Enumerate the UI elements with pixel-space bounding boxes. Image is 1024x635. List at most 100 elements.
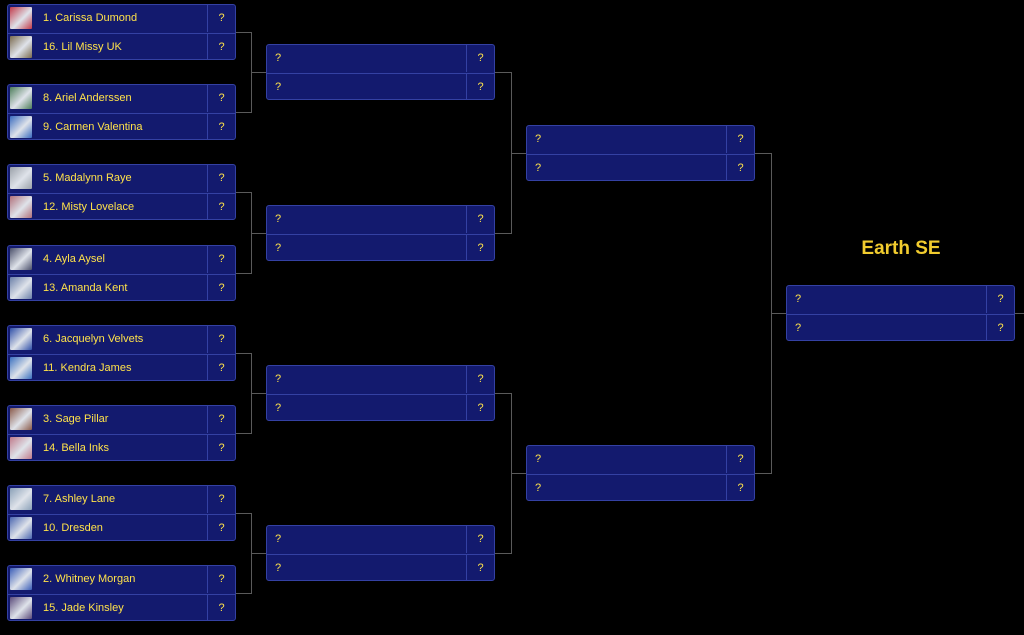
participant-name: ? <box>275 52 282 64</box>
bracket-connector <box>511 153 526 154</box>
participant-score: ? <box>207 595 235 620</box>
participant-score: ? <box>207 566 235 593</box>
participant-slot[interactable]: 16. Lil Missy UK? <box>8 33 235 59</box>
participant-slot[interactable]: ?? <box>267 73 494 99</box>
participant-name: 8. Ariel Anderssen <box>43 92 132 104</box>
participant-score: ? <box>207 85 235 112</box>
match-card: ???? <box>266 525 495 581</box>
participant-score: ? <box>466 74 494 99</box>
match-card: 1. Carissa Dumond?16. Lil Missy UK? <box>7 4 236 60</box>
participant-slot[interactable]: 3. Sage Pillar? <box>8 406 235 433</box>
participant-slot[interactable]: 15. Jade Kinsley? <box>8 594 235 620</box>
participant-name: ? <box>535 482 542 494</box>
match-card: ???? <box>266 44 495 100</box>
participant-slot[interactable]: ?? <box>267 234 494 260</box>
participant-score: ? <box>207 114 235 139</box>
match-card: ???? <box>266 365 495 421</box>
participant-name: ? <box>275 402 282 414</box>
participant-name: 11. Kendra James <box>43 362 132 374</box>
participant-avatar <box>10 568 32 590</box>
participant-slot[interactable]: ?? <box>787 286 1014 313</box>
participant-slot[interactable]: 6. Jacquelyn Velvets? <box>8 326 235 353</box>
bracket-connector <box>755 153 771 154</box>
participant-avatar <box>10 328 32 350</box>
participant-slot[interactable]: ?? <box>527 154 754 180</box>
participant-slot[interactable]: ?? <box>527 126 754 153</box>
participant-slot[interactable]: 5. Madalynn Raye? <box>8 165 235 192</box>
participant-score: ? <box>726 126 754 153</box>
participant-avatar <box>10 597 32 619</box>
participant-name: ? <box>795 293 802 305</box>
participant-slot[interactable]: 13. Amanda Kent? <box>8 274 235 300</box>
participant-slot[interactable]: ?? <box>267 45 494 72</box>
participant-slot[interactable]: ?? <box>267 526 494 553</box>
participant-score: ? <box>207 486 235 513</box>
participant-score: ? <box>986 286 1014 313</box>
participant-slot[interactable]: 4. Ayla Aysel? <box>8 246 235 273</box>
participant-slot[interactable]: 9. Carmen Valentina? <box>8 113 235 139</box>
participant-slot[interactable]: 7. Ashley Lane? <box>8 486 235 513</box>
participant-slot[interactable]: 1. Carissa Dumond? <box>8 5 235 32</box>
participant-name: 10. Dresden <box>43 522 103 534</box>
participant-avatar <box>10 357 32 379</box>
participant-slot[interactable]: 12. Misty Lovelace? <box>8 193 235 219</box>
match-card: 6. Jacquelyn Velvets?11. Kendra James? <box>7 325 236 381</box>
participant-name: 14. Bella Inks <box>43 442 110 454</box>
participant-slot[interactable]: 2. Whitney Morgan? <box>8 566 235 593</box>
participant-slot[interactable]: 10. Dresden? <box>8 514 235 540</box>
participant-slot[interactable]: 14. Bella Inks? <box>8 434 235 460</box>
participant-score: ? <box>207 275 235 300</box>
participant-name: ? <box>275 373 282 385</box>
match-card: 4. Ayla Aysel?13. Amanda Kent? <box>7 245 236 301</box>
participant-name: 7. Ashley Lane <box>43 493 116 505</box>
participant-slot[interactable]: 8. Ariel Anderssen? <box>8 85 235 112</box>
bracket-connector <box>236 112 251 113</box>
bracket-title: Earth SE <box>861 238 941 259</box>
participant-avatar <box>10 437 32 459</box>
participant-score: ? <box>207 406 235 433</box>
participant-slot[interactable]: ?? <box>527 446 754 473</box>
participant-slot[interactable]: ?? <box>787 314 1014 340</box>
bracket-connector <box>251 393 266 394</box>
bracket-connector <box>495 393 511 394</box>
bracket-connector <box>236 593 251 594</box>
participant-score: ? <box>207 34 235 59</box>
participant-score: ? <box>986 315 1014 340</box>
participant-slot[interactable]: ?? <box>267 206 494 233</box>
participant-score: ? <box>726 475 754 500</box>
participant-name: 6. Jacquelyn Velvets <box>43 333 144 345</box>
bracket-connector <box>495 553 511 554</box>
participant-name: 3. Sage Pillar <box>43 413 109 425</box>
participant-avatar <box>10 7 32 29</box>
participant-score: ? <box>207 326 235 353</box>
participant-name: ? <box>275 533 282 545</box>
participant-avatar <box>10 36 32 58</box>
participant-slot[interactable]: 11. Kendra James? <box>8 354 235 380</box>
participant-name: ? <box>275 562 282 574</box>
bracket-connector <box>755 473 771 474</box>
bracket-connector <box>251 553 266 554</box>
participant-avatar <box>10 517 32 539</box>
participant-name: 13. Amanda Kent <box>43 282 128 294</box>
participant-slot[interactable]: ?? <box>527 474 754 500</box>
participant-slot[interactable]: ?? <box>267 394 494 420</box>
participant-avatar <box>10 87 32 109</box>
participant-slot[interactable]: ?? <box>267 554 494 580</box>
participant-name: ? <box>535 133 542 145</box>
participant-score: ? <box>207 355 235 380</box>
bracket-connector <box>511 473 526 474</box>
participant-avatar <box>10 248 32 270</box>
participant-score: ? <box>466 366 494 393</box>
participant-name: 5. Madalynn Raye <box>43 172 132 184</box>
participant-score: ? <box>207 435 235 460</box>
participant-slot[interactable]: ?? <box>267 366 494 393</box>
bracket-connector <box>251 72 266 73</box>
participant-name: 1. Carissa Dumond <box>43 12 138 24</box>
match-card: ???? <box>266 205 495 261</box>
participant-avatar <box>10 167 32 189</box>
bracket-connector <box>1015 313 1024 314</box>
participant-name: ? <box>535 162 542 174</box>
participant-score: ? <box>466 235 494 260</box>
participant-score: ? <box>726 446 754 473</box>
